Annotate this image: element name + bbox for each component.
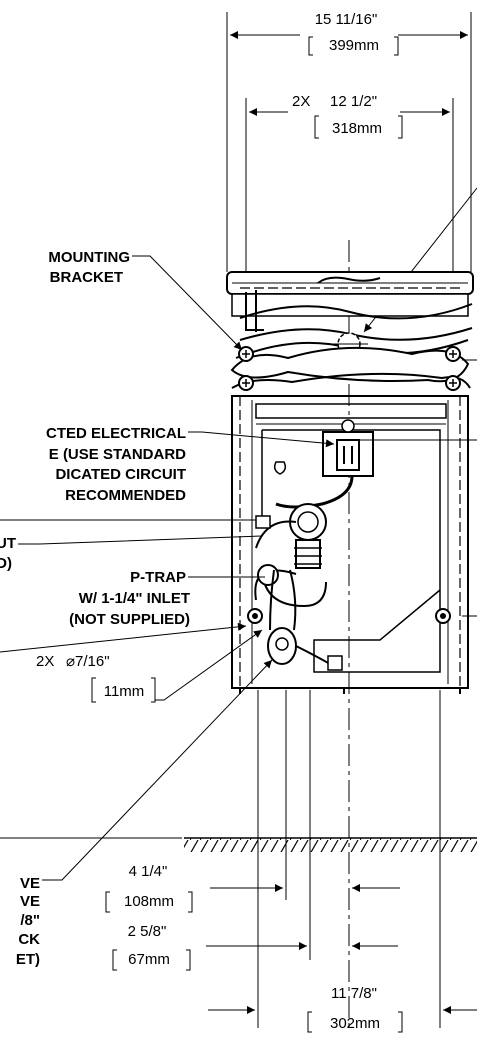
electrical-line4: RECOMMENDED xyxy=(65,487,186,504)
dim-bottom-width: 11 7/8" 302mm xyxy=(208,985,477,1033)
valve-partial-line3: /8" xyxy=(20,912,40,929)
valve-partial-line5: ET) xyxy=(16,951,40,968)
valve-partial-line4: CK xyxy=(18,931,40,948)
mount-holes-prefix: 2X xyxy=(36,653,54,670)
overall-width-imperial: 15 11/16" xyxy=(315,11,378,28)
electrical-line3: DICATED CIRCUIT xyxy=(55,466,186,483)
bottom-width-imperial: 11 7/8" xyxy=(331,985,377,1002)
label-p-trap: P-TRAP W/ 1-1/4" INLET (NOT SUPPLIED) xyxy=(69,569,265,628)
mount-holes-metric: 11mm xyxy=(104,683,145,700)
label-inlet-partial: UT D) xyxy=(0,519,263,572)
dim-offset-2: 2 5/8" 67mm xyxy=(112,923,398,971)
offset-1-imperial: 4 1/4" xyxy=(129,863,168,880)
valve-partial-line1: VE xyxy=(20,875,40,892)
offset-1-metric: 108mm xyxy=(124,893,174,910)
valve-partial-line2: VE xyxy=(20,893,40,910)
p-trap-line2: W/ 1-1/4" INLET xyxy=(79,590,190,607)
label-valve-partial: VE VE /8" CK ET) xyxy=(16,659,273,968)
dim-mount-holes: 2X ⌀7/16" 11mm xyxy=(0,622,263,703)
electrical-line2: E (USE STANDARD xyxy=(49,446,186,463)
mounting-bracket-line2: BRACKET xyxy=(50,269,123,286)
unit-body xyxy=(226,271,474,694)
dim-overall-width: 15 11/16" 399mm xyxy=(226,11,472,272)
inlet-partial-line1: UT xyxy=(0,535,16,552)
bracket-spacing-imperial: 12 1/2" xyxy=(330,93,377,110)
bracket-spacing-metric: 318mm xyxy=(332,120,382,137)
overall-width-metric: 399mm xyxy=(329,37,379,54)
label-mounting-bracket: MOUNTING BRACKET xyxy=(48,249,243,351)
inlet-partial-line2: D) xyxy=(0,555,12,572)
p-trap-line3: (NOT SUPPLIED) xyxy=(69,611,190,628)
p-trap-line1: P-TRAP xyxy=(130,569,186,586)
bottom-width-metric: 302mm xyxy=(330,1015,380,1032)
floor-line xyxy=(0,837,477,852)
electrical-line1: CTED ELECTRICAL xyxy=(46,425,186,442)
offset-2-metric: 67mm xyxy=(128,951,170,968)
offset-2-imperial: 2 5/8" xyxy=(128,923,167,940)
dim-bracket-spacing: 2X 12 1/2" 318mm xyxy=(245,93,454,272)
label-electrical: CTED ELECTRICAL E (USE STANDARD DICATED … xyxy=(46,425,477,504)
mount-holes-imperial: ⌀7/16" xyxy=(66,653,110,670)
mounting-bracket-line1: MOUNTING xyxy=(48,249,130,266)
dim-offset-1: 4 1/4" 108mm xyxy=(105,863,400,913)
bracket-spacing-prefix: 2X xyxy=(292,93,310,110)
